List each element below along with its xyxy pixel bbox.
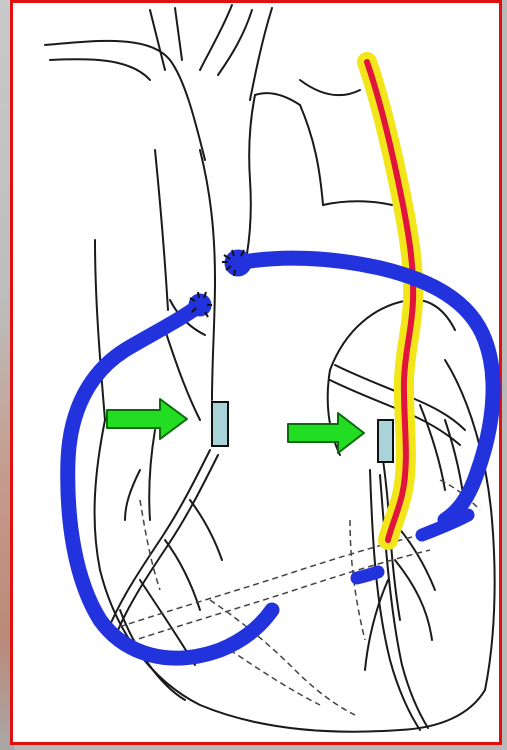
right-pointer-arrow (288, 413, 364, 453)
ascending-aorta-right (255, 93, 300, 105)
septal-branch (365, 580, 388, 670)
pulmonary-trunk-top (300, 105, 323, 205)
left-marker (212, 402, 228, 446)
right-arrow-icon (288, 413, 364, 453)
vein-graft-left (68, 305, 272, 658)
pulmonary-artery-right (323, 201, 392, 205)
right-marker (378, 420, 393, 462)
right-arrow-icon (107, 399, 187, 439)
brachiocephalic-vessel-2 (175, 8, 182, 60)
left-atrium-top (330, 300, 455, 370)
arterial-graft (367, 62, 413, 540)
brachiocephalic-vessel (150, 10, 165, 70)
right-coronary-artery (108, 450, 210, 630)
anastomosis-right (226, 251, 250, 275)
subclavian-vessel (250, 8, 272, 100)
pulmonary-artery-branch (300, 80, 360, 95)
ascending-aorta-left (200, 150, 215, 400)
rca-branch-2 (165, 540, 200, 610)
posterior-vessels-dashed (110, 480, 480, 715)
aorta-crest (245, 95, 255, 265)
heart-bottom-border (200, 690, 485, 732)
vein-grafts (68, 258, 493, 658)
right-coronary-artery-2 (116, 455, 218, 635)
left-pointer-arrow (107, 399, 187, 439)
carotid-vessel-2 (218, 10, 252, 75)
svc-right (155, 150, 168, 310)
rca-branch-1 (190, 500, 222, 560)
aortic-arch-inner (50, 59, 150, 80)
obtuse-marginal (420, 405, 445, 490)
vein-graft-segment-2 (357, 572, 378, 578)
vein-graft-right (238, 258, 493, 520)
anastomosis-ends (190, 250, 250, 317)
svc-left (95, 240, 105, 420)
marginal-branch-2 (125, 470, 140, 520)
marginal-branch (149, 430, 155, 520)
